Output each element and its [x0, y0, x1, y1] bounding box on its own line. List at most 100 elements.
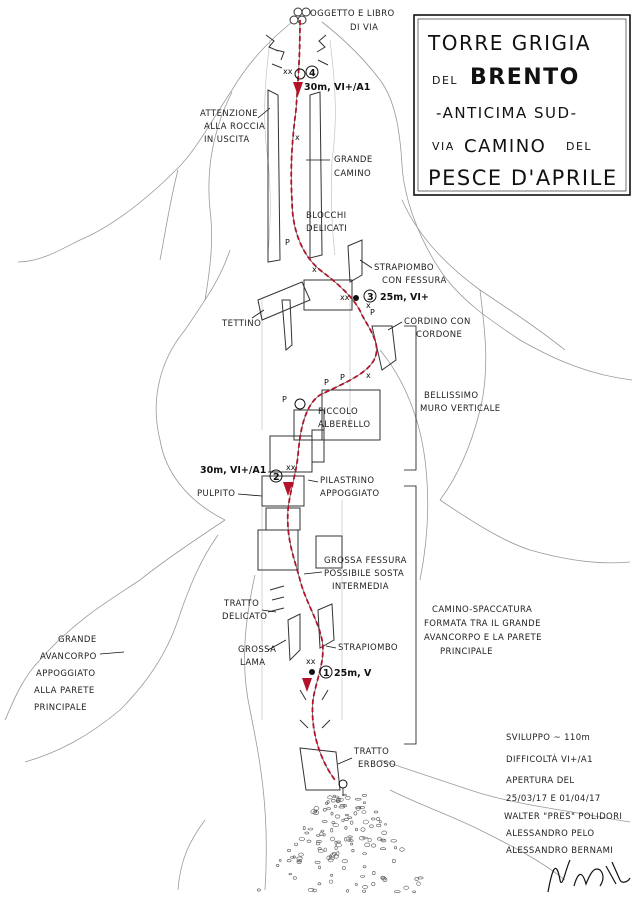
svg-text:xx: xx: [340, 293, 350, 302]
scree-pebble: [367, 837, 372, 843]
scree-pebble: [348, 837, 352, 842]
scree-pebble: [256, 888, 261, 892]
scree-pebble: [334, 854, 339, 859]
annotations: OGGETTO E LIBRO DI VIA ATTENZIONE ALLA R…: [34, 9, 542, 770]
scree-pebble: [330, 798, 336, 803]
pitch3-number: 3: [367, 292, 374, 303]
scree-pebble: [354, 883, 358, 886]
label-cordino-1: CORDINO CON: [404, 317, 471, 327]
label-strapiombo-3: STRAPIOMBO: [338, 643, 398, 653]
title-line2b: BRENTO: [470, 65, 580, 90]
scree-pebble: [296, 860, 302, 864]
scree-pebble: [369, 824, 374, 828]
scree-pebble: [362, 865, 367, 869]
label-grande-camino-2: CAMINO: [334, 169, 371, 179]
svg-text:P: P: [285, 238, 290, 247]
scree-pebble: [371, 843, 377, 848]
scree-pebble: [335, 843, 342, 848]
label-grossa-lama-1: GROSSA: [238, 645, 276, 655]
scree-pebble: [335, 797, 340, 803]
label-blocchi-1: BLOCCHI: [306, 211, 347, 221]
scree-pebble: [381, 830, 388, 835]
label-avancorpo-1: GRANDE: [58, 635, 97, 645]
label-attenzione-2: ALLA ROCCIA: [204, 122, 265, 132]
scree-pebble: [306, 839, 312, 843]
scree-pebble: [342, 866, 346, 871]
label-alberello-2: ALBERELLO: [318, 420, 371, 430]
scree-pebble: [307, 888, 315, 892]
scree-pebble: [392, 858, 396, 864]
pitch3-grade: 25m, VI+: [380, 292, 429, 303]
bolt-markers: xx x x xx x x xx xx: [283, 67, 371, 666]
scree-pebble: [414, 877, 419, 881]
pitch1-number: 1: [323, 668, 330, 679]
scree-pebble: [332, 823, 339, 828]
label-camino-2: FORMATA TRA IL GRANDE: [424, 619, 541, 629]
scree-pebble: [296, 856, 303, 860]
label-avancorpo-3: APPOGGIATO: [36, 669, 95, 679]
scree-pebble: [384, 823, 387, 826]
svg-text:xx: xx: [286, 463, 296, 472]
scree-pebble: [330, 873, 334, 877]
scree-pebble: [287, 848, 291, 852]
route: [283, 19, 378, 781]
scree-pebble: [344, 817, 349, 821]
route-info: SVILUPPO ~ 110m DIFFICOLTÀ VI+/A1 APERTU…: [504, 733, 622, 856]
label-camino-4: PRINCIPALE: [440, 647, 493, 657]
scree-pebble: [331, 821, 336, 824]
scree-pebble: [394, 890, 401, 894]
scree-pebble: [304, 831, 310, 835]
scree-pebble: [330, 836, 335, 842]
scree-pebble: [417, 876, 424, 880]
scree-pebble: [350, 820, 354, 825]
scree-pebble: [371, 882, 376, 887]
label-avancorpo-2: AVANCORPO: [40, 652, 97, 662]
label-attenzione-1: ATTENZIONE: [200, 109, 258, 119]
label-pilastrino-2: APPOGGIATO: [320, 489, 379, 499]
scree-pebble: [344, 825, 348, 830]
title-line4b: CAMINO: [464, 136, 546, 157]
scree-pebble: [336, 840, 341, 844]
title-box: TORRE GRIGIA DEL BRENTO -ANTICIMA SUD- V…: [413, 14, 631, 196]
info-people-2: ALESSANDRO PELO: [506, 829, 595, 839]
label-summit-2: DI VIA: [350, 23, 378, 33]
scree-pebble: [378, 820, 382, 824]
scree-pebble: [362, 852, 367, 855]
svg-text:x: x: [366, 301, 371, 310]
title-line4c: DEL: [566, 140, 592, 153]
scree-pebble: [314, 860, 321, 864]
label-alberello-1: PICCOLO: [318, 407, 358, 417]
scree-pebble: [276, 863, 280, 867]
scree-pebble: [328, 857, 335, 860]
scree-pebble: [323, 847, 327, 852]
svg-text:x: x: [366, 371, 371, 380]
svg-text:xx: xx: [283, 67, 293, 76]
svg-text:P: P: [340, 373, 345, 382]
scree-pebble: [371, 817, 376, 821]
scree-pebble: [390, 839, 397, 843]
scree-pebble: [361, 794, 367, 797]
scree-pebble: [321, 820, 328, 823]
start-marker: [338, 779, 348, 796]
scree-pebble: [393, 846, 397, 850]
scree-pebble: [312, 888, 317, 893]
label-grande-camino-1: GRANDE: [334, 155, 373, 165]
svg-text:xx: xx: [306, 657, 316, 666]
scree-pebble: [329, 879, 334, 884]
belay-3: 2 30m, VI+/A1: [200, 398, 306, 483]
scree-pebble: [350, 842, 354, 846]
belay-2: 3 25m, VI+: [353, 289, 429, 303]
label-camino-3: AVANCORPO E LA PARETE: [424, 633, 542, 643]
scree-pebble: [322, 833, 326, 837]
info-date: 25/03/17 E 01/04/17: [506, 794, 601, 804]
scree-pebble: [326, 855, 331, 861]
title-line5: PESCE D'APRILE: [428, 166, 618, 190]
svg-text:x: x: [295, 133, 300, 142]
scree-pebble: [307, 827, 314, 831]
scree-pebble: [316, 841, 321, 846]
scree-pebble: [416, 881, 421, 886]
scree-pebble: [377, 837, 382, 841]
label-strapiombo-1: STRAPIOMBO: [374, 263, 434, 273]
scree-pebble: [360, 875, 365, 878]
